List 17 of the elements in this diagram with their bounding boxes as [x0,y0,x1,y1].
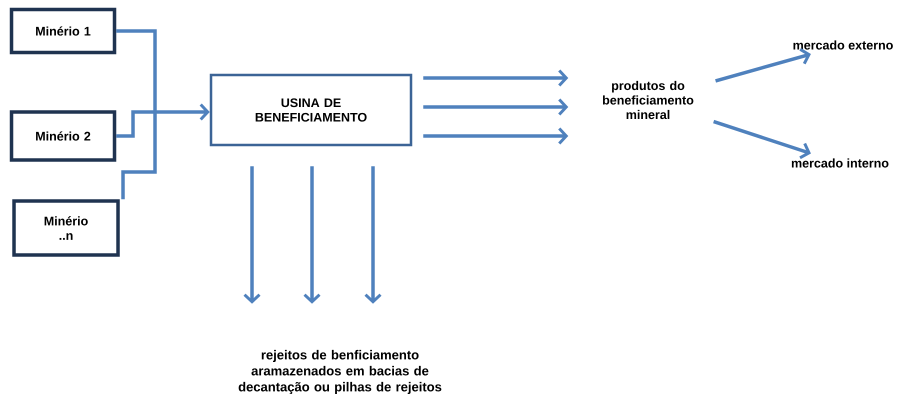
arrow [423,69,568,87]
ore-box: Minério ..n [12,199,120,257]
arrow [713,120,811,160]
ore-box: Minério 1 [10,8,116,54]
node-label: produtos do beneficiamento mineral [603,80,694,120]
arrow [364,166,382,304]
arrow [423,98,568,116]
node-label: rejeitos de benficiamento aramazenados em bacias de decantação ou pilhas de rejeitos [238,350,442,394]
arrow [243,166,261,304]
arrow [303,166,321,304]
plant-box: USINA DE BENEFICIAMENTO [210,74,412,146]
arrow [715,48,811,83]
node-label: mercado interno [792,158,888,168]
node-label: mercado externo [793,40,893,50]
arrow [423,127,568,145]
ore-box: Minério 2 [10,110,116,162]
arrow [155,103,210,121]
